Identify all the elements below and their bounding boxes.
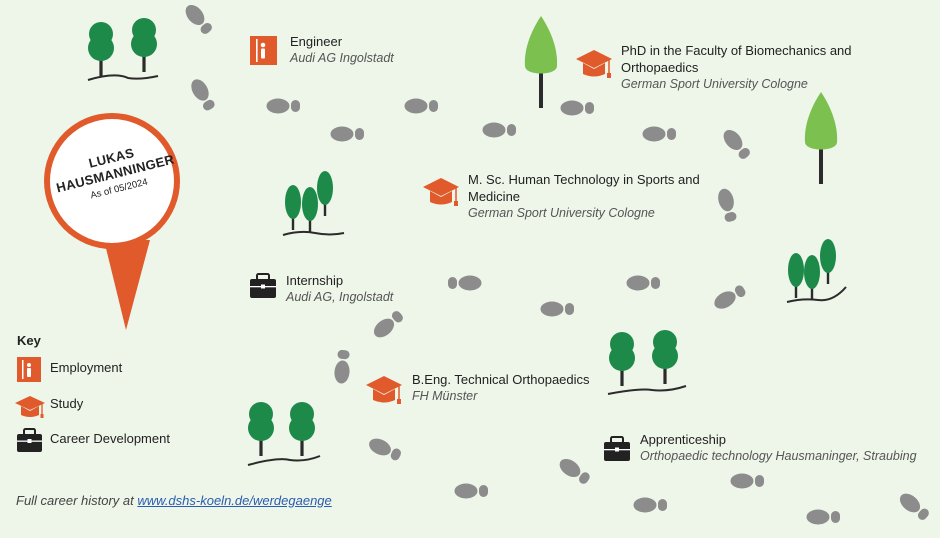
legend: Key [17,333,41,348]
entry-title: PhD in the Faculty of Biomechanics and O… [621,43,852,75]
footprint [626,275,660,291]
entry-subtitle: German Sport University Cologne [468,206,655,220]
career-development-icon [604,436,630,461]
footprint [404,98,438,114]
footprint [454,483,488,499]
legend-item-study: Study [50,396,83,411]
profile-pin [44,113,180,330]
study-icon [576,50,612,78]
entry-subtitle: Audi AG, Ingolstadt [286,290,394,304]
footprint [719,126,753,162]
legend-label: Employment [50,360,123,375]
study-icon [366,376,402,404]
tree-group [607,330,687,395]
footprint [187,76,218,113]
footprint [730,473,764,489]
entry-subtitle: FH Münster [412,389,478,403]
entry-subtitle: Audi AG Ingolstadt [290,51,394,65]
legend-item-employment: Employment [50,360,122,375]
study-icon [15,396,45,418]
footprint [330,126,364,142]
footprint [181,1,215,37]
footprint [556,455,593,487]
career-entry-beng: B.Eng. Technical Orthopaedics FH Münster [412,371,590,405]
legend-item-career-development: Career Development [50,431,170,446]
footprint [715,186,739,224]
entry-title: M. Sc. Human Technology in Sports and Me… [468,172,700,204]
tree-group [282,171,345,236]
legend-title: Key [17,333,41,348]
entry-subtitle: German Sport University Cologne [621,77,808,91]
career-development-icon [17,428,42,452]
footprint [266,98,300,114]
career-entry-engineer: Engineer Audi AG Ingolstadt [290,33,394,67]
legend-label: Career Development [50,431,170,446]
tree [804,92,838,184]
entry-title: Engineer [290,34,343,49]
career-entry-internship: Internship Audi AG, Ingolstadt [286,272,393,306]
employment-icon [17,357,41,382]
footprint [806,509,840,525]
tree [524,16,558,108]
footprint [642,126,676,142]
footprint [896,489,932,523]
tree-group [247,402,321,466]
entry-title: Internship [286,273,344,288]
career-history-link[interactable]: www.dshs-koeln.de/werdegaenge [137,493,332,508]
career-entry-phd: PhD in the Faculty of Biomechanics and O… [621,42,871,93]
footprint [540,301,574,317]
footprint [370,308,406,342]
career-development-icon [250,273,276,298]
footprint [482,122,516,138]
entry-subtitle: Orthopaedic technology Hausmaninger, Str… [640,449,917,463]
tree-group [786,239,847,303]
footprint [711,282,748,313]
career-entry-msc: M. Sc. Human Technology in Sports and Me… [468,171,718,222]
footer-note: Full career history at www.dshs-koeln.de… [16,493,332,508]
footprint [366,435,404,464]
study-icon [423,178,459,206]
footprint [333,349,352,385]
legend-label: Study [50,396,84,411]
entry-title: B.Eng. Technical Orthopaedics [412,372,590,387]
entry-title: Apprenticeship [640,432,726,447]
tree-group [87,18,159,81]
career-entry-apprenticeship: Apprenticeship Orthopaedic technology Ha… [640,431,917,465]
footprint [448,275,482,291]
footer-prefix: Full career history at [16,493,138,508]
employment-icon [250,36,277,65]
footprint [633,497,667,513]
footprint [560,100,594,116]
